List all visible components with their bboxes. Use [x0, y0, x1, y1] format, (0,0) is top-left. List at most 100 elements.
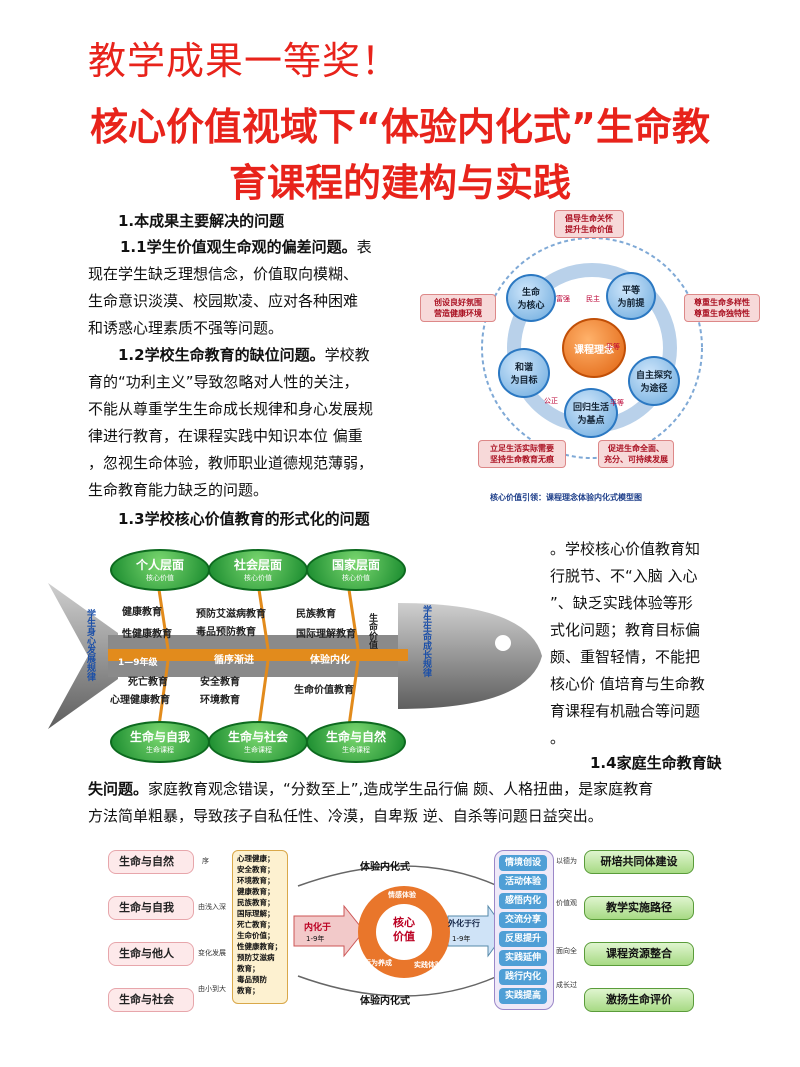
flow-list-8: 生命价值； [237, 931, 275, 940]
para-1-3-line7: 育课程有机融合等问题 [550, 702, 701, 720]
wheel-bubble-explore: 自主探究 为途径 [628, 356, 680, 406]
flow-left-small-3: 变化发展 [198, 949, 226, 957]
wheel-box-top: 倡导生命关怀 提升生命价值 [554, 210, 624, 238]
fish-top-social-title: 社会层面 [233, 558, 282, 572]
wheel-word-4: 公正 [544, 397, 558, 405]
fish-bottom-self: 生命与自我生命课程 [110, 721, 210, 763]
fish-item-life-value: 生命价值教育 [294, 685, 354, 696]
fish-item-death: 死亡教育 [128, 677, 168, 688]
fish-top-personal-title: 个人层面 [135, 558, 184, 572]
para-1-3-line2: 行脱节、不“入脑 入心 [550, 567, 698, 585]
fishbone-diagram: 个人层面核心价值 社会层面核心价值 国家层面核心价值 生命与自我生命课程 生命与… [48, 543, 542, 765]
flow-list-6: 国际理解； [237, 909, 275, 918]
flow-left-small-4: 由小到大 [198, 985, 226, 993]
para-1-4-line1: 家庭教育观念错误，“分数至上”,造成学生品行偏 颇、人格扭曲，是家庭教育 [148, 780, 654, 798]
flow-left-nature: 生命与自然 [108, 850, 194, 874]
flow-list-2: 安全教育； [237, 865, 275, 874]
flow-center: 核心 价值 [393, 916, 415, 943]
fish-item-sex-health: 性健康教育 [122, 629, 172, 640]
flow-inner-right-sub: 1-9年 [452, 935, 471, 943]
wheel-center: 课程理念 [562, 318, 626, 378]
fish-item-aids: 预防艾滋病教育 [196, 609, 266, 620]
section-heading-1-3: 1.3学校核心价值教育的形式化的问题 [118, 510, 370, 528]
paragraph-1-1: 1.1学生价值观生命观的偏差问题。表 现在学生缺乏理想信念，价值取向模糊、 生命… [88, 234, 418, 342]
para-1-1-line4: 和诱惑心理素质不强等问题。 [88, 319, 284, 337]
para-1-2-lead: 1.2学校生命教育的缺位问题。 [118, 346, 325, 364]
para-1-1-line1: 表 [356, 238, 372, 256]
fish-item-health: 健康教育 [122, 607, 162, 618]
flow-top-label: 体验内化式 [360, 862, 410, 873]
flow-list-12: 毒品预防 [237, 975, 267, 984]
para-1-1-line2: 现在学生缺乏理想信念，价值取向模糊、 [88, 265, 359, 283]
paragraph-1-3-right: 。学校核心价值教育知 行脱节、不“入脑 入心 ”、缺乏实践体验等形 式化问题；教… [550, 536, 750, 752]
para-1-2-line2: 育的“功利主义”导致忽略对人性的关注， [88, 373, 359, 391]
paragraph-1-2: 1.2学校生命教育的缺位问题。学校教 育的“功利主义”导致忽略对人性的关注， 不… [88, 342, 418, 504]
fish-shape [48, 582, 542, 734]
fish-tail-label: 学生身心发展规律 [85, 609, 95, 681]
flow-ring-2: 实践体验 [414, 961, 442, 969]
wheel-caption: 核心价值引领：课程理念体验内化式模型图 [490, 493, 642, 502]
wheel-box-right: 尊重生命多样性 尊重生命独特性 [684, 294, 760, 322]
para-1-2-line4: 律进行教育，在课程实践中知识本位 偏重 [88, 427, 363, 445]
para-1-3-line1: 。学校核心价值教育知 [550, 540, 701, 558]
para-1-3-line6: 核心价 值培育与生命教 [550, 675, 705, 693]
flow-step-3: 感悟内化 [499, 893, 547, 909]
section-heading-1-4a: 1.4家庭生命教育缺 [590, 754, 722, 772]
wheel-box-bottom-left: 立足生活实际需要 坚持生命教育无痕 [478, 440, 566, 468]
wheel-bubble-harmony: 和谐 为目标 [498, 348, 550, 398]
fish-bottom-society-title: 生命与社会 [227, 730, 288, 744]
para-1-1-lead: 1.1学生价值观生命观的偏差问题。 [120, 238, 357, 256]
flow-step-7: 践行内化 [499, 969, 547, 985]
fish-bottom-nature-sub: 生命课程 [342, 746, 370, 754]
fish-top-social-sub: 核心价值 [244, 574, 272, 582]
para-1-2-line1: 学校教 [324, 346, 370, 364]
flow-left-small-1: 序 [202, 857, 209, 865]
fish-item-safety: 安全教育 [200, 677, 240, 688]
flow-inner-left-sub: 1-9年 [306, 935, 325, 943]
fish-item-mental: 心理健康教育 [110, 695, 170, 706]
flow-steps-panel: 情境创设 活动体验 感悟内化 交流分享 反思提升 实践延伸 践行内化 实践提高 [494, 850, 554, 1010]
curriculum-flow-diagram: 生命与自然 生命与自我 生命与他人 生命与社会 序 由浅入深 变化发展 由小到大… [108, 846, 708, 1012]
flow-left-self: 生命与自我 [108, 896, 194, 920]
fish-spine-internalize: 体验内化 [310, 655, 350, 666]
flow-ring-3: 行为养成 [364, 959, 392, 967]
para-1-3-line3: ”、缺乏实践体验等形 [550, 594, 693, 612]
curriculum-wheel-diagram: 课程理念 生命 为核心 平等 为前提 自主探究 为途径 回归生活 为基点 和谐 … [420, 208, 770, 518]
section-heading-1-4b: 失问题。 [88, 780, 149, 798]
fish-bottom-society-sub: 生命课程 [244, 746, 272, 754]
wheel-word-3: 平等 [606, 343, 620, 351]
flow-list-11: 教育； [237, 964, 260, 973]
flow-step-5: 反思提升 [499, 931, 547, 947]
para-1-3-line4: 式化问题；教育目标偏 [550, 621, 701, 639]
para-1-3-line5: 颇、重智轻情，不能把 [550, 648, 701, 666]
wheel-bubble-life-core: 生命 为核心 [506, 274, 556, 322]
wheel-box-bottom-right: 促进生命全面、 充分、可持续发展 [598, 440, 674, 468]
fish-top-social: 社会层面核心价值 [208, 549, 308, 591]
flow-step-6: 实践延伸 [499, 950, 547, 966]
wheel-bubble-equality: 平等 为前提 [606, 272, 656, 320]
flow-list-4: 健康教育； [237, 887, 275, 896]
section-heading-1: 1.本成果主要解决的问题 [118, 212, 285, 230]
page-title-line2: 育课程的建构与实践 [228, 161, 571, 205]
fish-item-international: 国际理解教育 [296, 629, 356, 640]
flow-right-small-3: 面向全 [556, 947, 577, 955]
flow-right-research: 研培共同体建设 [584, 850, 694, 874]
flow-inner-right: 外化于行 [448, 919, 480, 928]
flow-course-list: 心理健康； 安全教育； 环境教育； 健康教育； 民族教育； 国际理解； 死亡教育… [232, 850, 288, 1004]
flow-list-10: 预防艾滋病 [237, 953, 275, 962]
fish-top-national-title: 国家层面 [331, 558, 380, 572]
wheel-word-5: 平等 [610, 399, 624, 407]
wheel-word-1: 富强 [556, 295, 570, 303]
fish-head-label: 学生生命成长规律 [421, 605, 431, 677]
fish-spine-grades: 1—9年级 [118, 658, 158, 668]
wheel-word-2: 民主 [586, 295, 600, 303]
flow-left-society: 生命与社会 [108, 988, 194, 1012]
fish-top-national-sub: 核心价值 [342, 574, 370, 582]
para-1-2-line6: 生命教育能力缺乏的问题。 [88, 481, 269, 499]
para-1-2-line5: ，忽视生命体验，教师职业道德规范薄弱， [88, 454, 374, 472]
flow-step-8: 实践提高 [499, 988, 547, 1004]
flow-left-small-2: 由浅入深 [198, 903, 226, 911]
flow-step-2: 活动体验 [499, 874, 547, 890]
para-1-3-line8: 。 [550, 729, 566, 747]
fish-bottom-nature-title: 生命与自然 [325, 730, 386, 744]
